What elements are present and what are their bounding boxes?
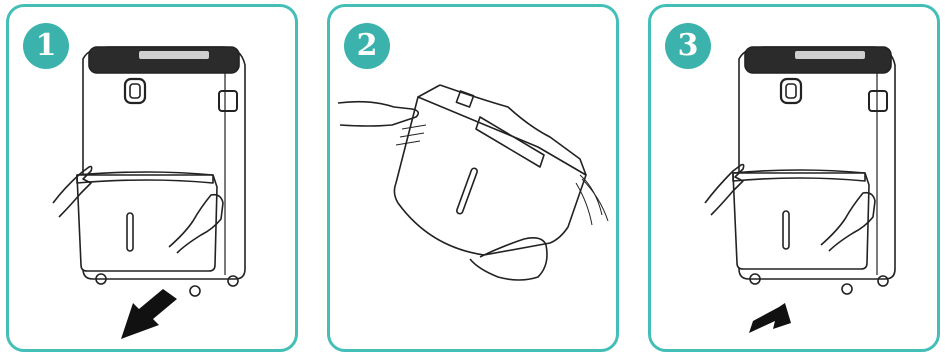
step-panel-1: 1	[6, 4, 298, 352]
step-panel-2: 2	[327, 4, 619, 352]
dehumidifier-push-illustration	[651, 7, 937, 349]
tank-empty-illustration	[330, 7, 616, 349]
arrow-down-left-icon	[121, 289, 177, 339]
arrow-up-right-icon	[749, 303, 791, 333]
step-panel-3: 3	[648, 4, 940, 352]
dehumidifier-pull-illustration	[9, 7, 295, 349]
